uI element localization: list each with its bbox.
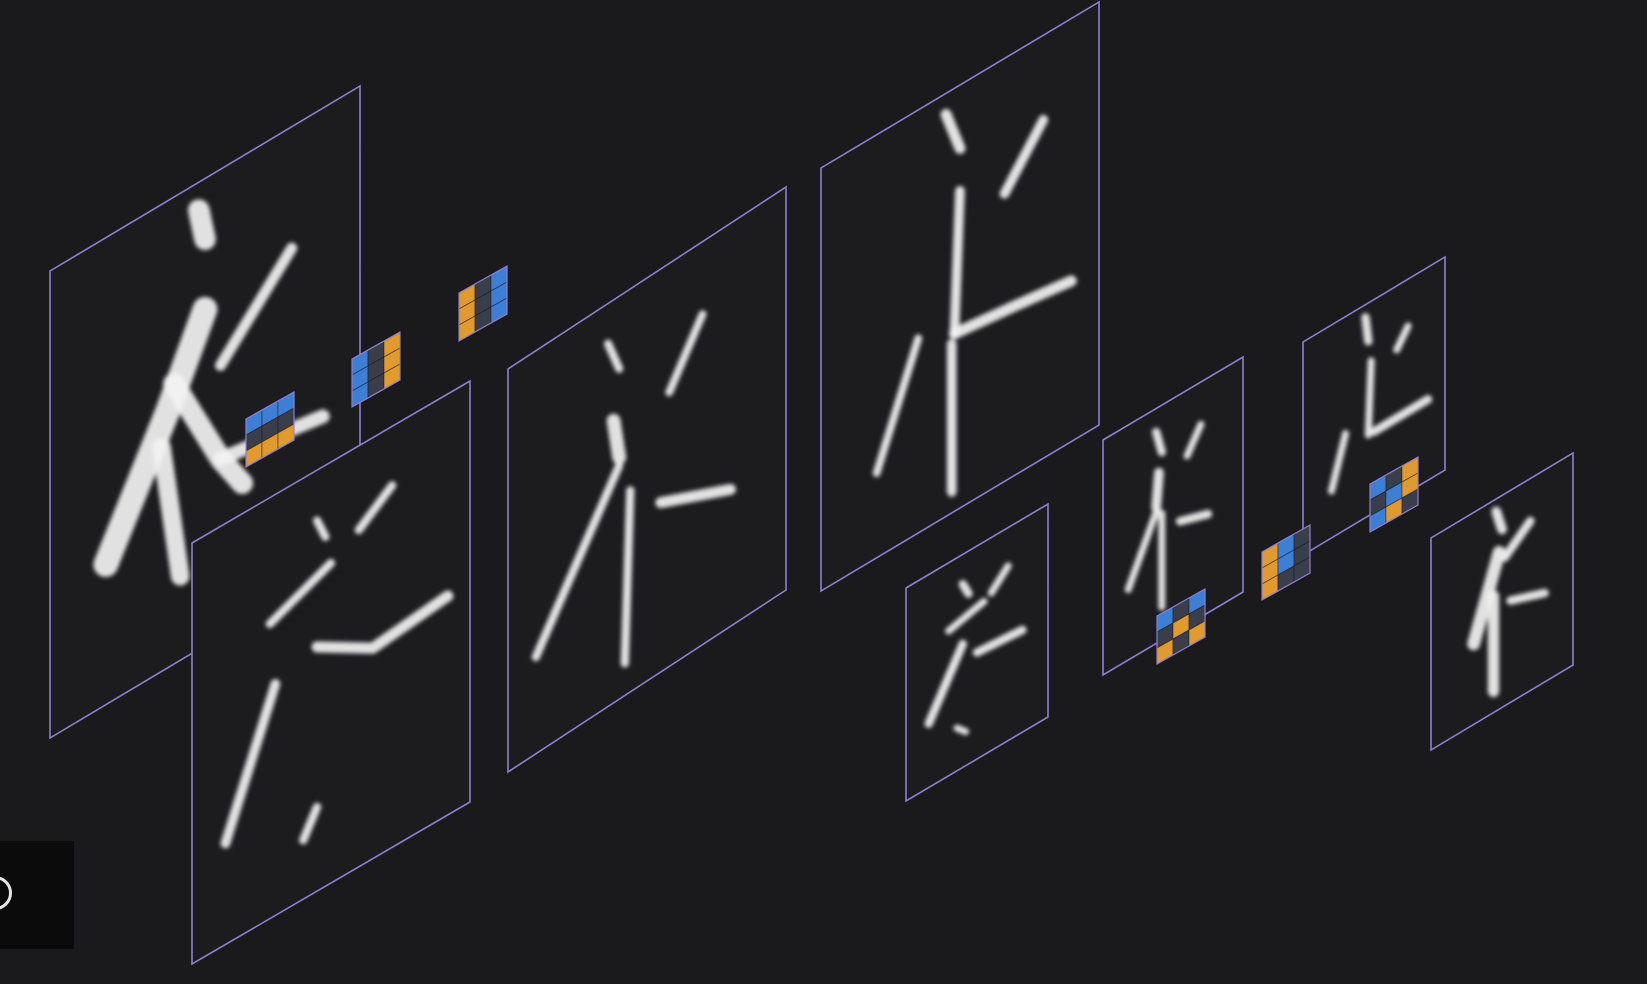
pooled-map-3-frame [1302, 255, 1446, 557]
kernel-3 [458, 264, 508, 343]
feature-map-2-stroke-1 [265, 558, 336, 629]
pooled-map-2 [1102, 355, 1244, 677]
pooled-map-3-stroke-4 [1369, 395, 1433, 436]
pooled-map-4-frame [1430, 451, 1574, 752]
play-circle-icon [0, 876, 12, 910]
pooled-map-2-stroke-1 [1151, 467, 1164, 513]
feature-map-3-frame [507, 185, 787, 774]
feature-map-3-strokes [531, 310, 736, 668]
feature-map-2-stroke-0 [312, 516, 330, 541]
feature-map-4-strokes [872, 108, 1077, 497]
feature-map-2-fill [192, 381, 470, 964]
pooled-map-1-stroke-1 [945, 597, 988, 635]
feature-map-4 [820, 0, 1100, 593]
pooled-map-3-strokes [1327, 313, 1433, 495]
pooled-map-3-stroke-2 [1393, 322, 1412, 354]
kernel-5-outline [1261, 523, 1311, 602]
pooled-map-2-fill [1103, 357, 1243, 675]
feature-map-4-stroke-4 [948, 275, 1077, 340]
input-image-stroke-1 [93, 296, 218, 577]
kernel-6-outline [1369, 455, 1419, 534]
pooled-map-1 [905, 502, 1049, 803]
feature-map-2-stroke-2 [354, 481, 397, 535]
feature-map-3-stroke-2 [665, 310, 707, 397]
pooled-map-2-stroke-0 [1152, 427, 1166, 457]
feature-map-2 [191, 379, 471, 966]
feature-map-3-stroke-5 [655, 483, 736, 509]
kernel-1-outline [245, 390, 295, 469]
pooled-map-2-stroke-2 [1183, 420, 1205, 460]
pooled-map-4-stroke-2 [1500, 516, 1535, 562]
pooled-map-2-frame [1102, 355, 1244, 677]
feature-map-3-stroke-3 [531, 461, 624, 662]
pooled-map-3-stroke-3 [1327, 430, 1350, 495]
pooled-map-2-stroke-3 [1124, 508, 1160, 594]
pooled-map-4-stroke-4 [1506, 588, 1549, 605]
kernel-5 [1261, 523, 1311, 602]
feature-map-3-stroke-4 [620, 486, 635, 668]
input-image-stroke-0 [187, 199, 216, 251]
input-image-stroke-3 [215, 242, 298, 371]
pooled-map-4-fill [1431, 453, 1573, 750]
feature-map-4-frame [820, 0, 1100, 593]
kernel-4 [1156, 587, 1206, 666]
pooled-map-4-stroke-1 [1467, 545, 1506, 651]
play-button[interactable] [0, 841, 74, 949]
pooled-map-3-stroke-1 [1364, 357, 1375, 439]
input-image-strokes [93, 199, 330, 586]
pooled-map-1-stroke-3 [924, 639, 968, 728]
kernel-2-outline [351, 330, 401, 409]
pooled-map-1-stroke-5 [953, 724, 970, 736]
pooled-map-1-stroke-4 [972, 625, 1027, 657]
feature-map-2-frame [191, 379, 471, 966]
kernel-3-outline [458, 264, 508, 343]
pooled-map-2-stroke-5 [1175, 509, 1213, 526]
pooled-map-1-stroke-0 [958, 579, 973, 598]
kernel-2 [351, 330, 401, 409]
feature-map-4-stroke-0 [940, 108, 966, 154]
feature-map-2-stroke-3 [220, 679, 281, 849]
feature-map-3-stroke-1 [606, 413, 627, 465]
feature-map-4-stroke-2 [999, 114, 1049, 199]
pooled-map-1-strokes [924, 562, 1027, 736]
pooled-map-4-stroke-0 [1491, 506, 1507, 535]
pooled-map-4-strokes [1467, 506, 1549, 698]
feature-map-2-stroke-4 [311, 590, 454, 654]
feature-map-4-stroke-1 [949, 185, 965, 339]
feature-map-3-fill [508, 187, 786, 772]
feature-map-3 [507, 185, 787, 774]
pooled-map-1-stroke-2 [987, 562, 1012, 597]
kernel-1 [245, 390, 295, 469]
input-image-stroke-4 [152, 437, 190, 586]
kernel-4-outline [1156, 587, 1206, 666]
pooled-map-3-stroke-0 [1361, 313, 1373, 346]
feature-map-2-stroke-5 [299, 802, 322, 845]
feature-map-3-stroke-0 [603, 339, 624, 373]
pooled-map-4 [1430, 451, 1574, 752]
kernel-6 [1369, 455, 1419, 534]
feature-map-4-stroke-3 [872, 334, 923, 478]
pooled-map-2-strokes [1124, 420, 1213, 611]
pooled-map-1-frame [905, 502, 1049, 803]
feature-map-2-strokes [220, 481, 454, 849]
